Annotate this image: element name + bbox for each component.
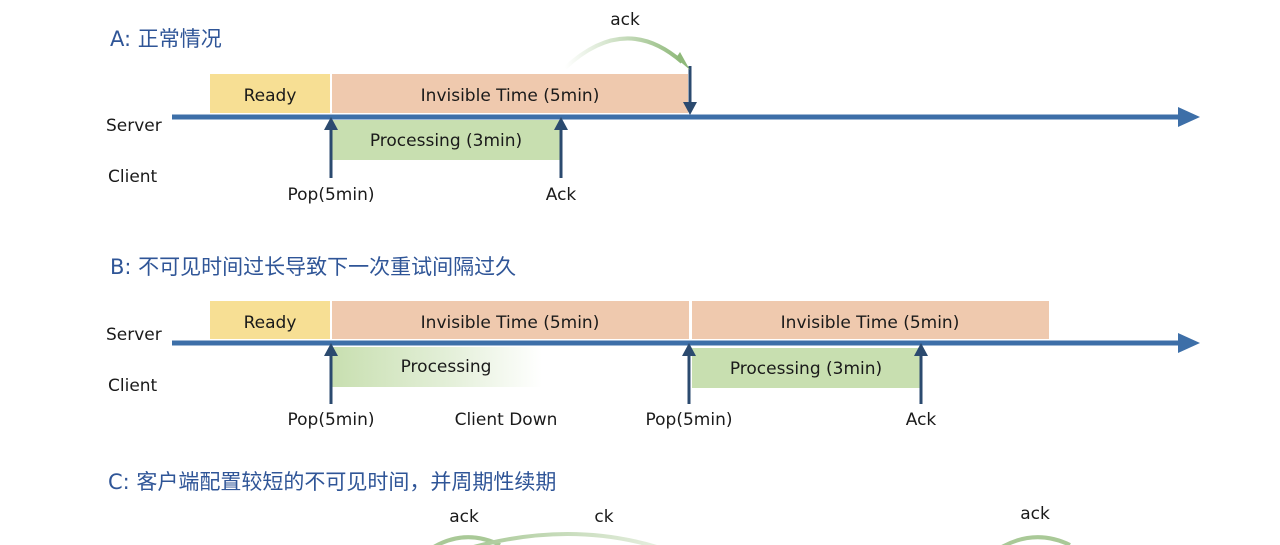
ready-block: [210, 74, 330, 113]
ack-label-2: ck: [594, 507, 613, 527]
server-axis-arrowhead: [1178, 107, 1200, 127]
ack-label-3: ack: [1020, 504, 1050, 524]
ack-arc-label: ack: [610, 10, 640, 30]
server-label: Server: [106, 116, 162, 136]
pop-arrow-head: [324, 117, 338, 130]
ack-arc-arrowhead: [676, 52, 690, 70]
ack-arc-2: [473, 532, 657, 545]
pop-label-2: Pop(5min): [646, 410, 733, 430]
ack-label: Ack: [906, 410, 937, 430]
section-c-title: C: 客户端配置较短的不可见时间，并周期性续期: [108, 470, 556, 494]
ready-block: [210, 301, 330, 339]
ack-target-arrow-head: [683, 102, 697, 115]
section-a-title: A: 正常情况: [110, 27, 222, 51]
invisible-time-block-1: [332, 301, 689, 339]
pop-label-1: Pop(5min): [288, 410, 375, 430]
ack-arrow-head: [554, 117, 568, 130]
invisible-time-label-2: Invisible Time (5min): [781, 313, 960, 333]
invisible-time-label: Invisible Time (5min): [421, 86, 600, 106]
ack-arc-3: [1001, 535, 1071, 545]
section-a: A: 正常情况 Ready Invisible Time (5min) Proc…: [106, 10, 1200, 205]
client-label: Client: [108, 376, 158, 396]
processing-label: Processing (3min): [370, 131, 522, 151]
invisible-time-label-1: Invisible Time (5min): [421, 313, 600, 333]
processing-block-faded: [332, 347, 542, 387]
client-down-label: Client Down: [455, 410, 558, 430]
client-label: Client: [108, 167, 158, 187]
pop-arrow-head-2: [682, 343, 696, 356]
invisible-time-block: [332, 74, 688, 113]
ack-arc: [563, 36, 684, 70]
processing-block-2: [692, 348, 920, 388]
server-label: Server: [106, 325, 162, 345]
processing-block: [332, 120, 560, 160]
section-c: C: 客户端配置较短的不可见时间，并周期性续期 ack ck ack: [108, 470, 1071, 545]
processing-label-1: Processing: [401, 357, 492, 377]
ack-label: Ack: [546, 185, 577, 205]
invisible-time-block-2: [692, 301, 1049, 339]
ready-label: Ready: [244, 313, 297, 333]
server-axis-arrowhead: [1178, 333, 1200, 353]
ack-label-1: ack: [449, 507, 479, 527]
pop-label: Pop(5min): [288, 185, 375, 205]
ready-label: Ready: [244, 86, 297, 106]
section-b-title: B: 不可见时间过长导致下一次重试间隔过久: [110, 255, 516, 279]
ack-arrow-head: [914, 343, 928, 356]
processing-label-2: Processing (3min): [730, 359, 882, 379]
section-b: B: 不可见时间过长导致下一次重试间隔过久 Ready Invisible Ti…: [106, 255, 1200, 430]
pop-arrow-head-1: [324, 343, 338, 356]
